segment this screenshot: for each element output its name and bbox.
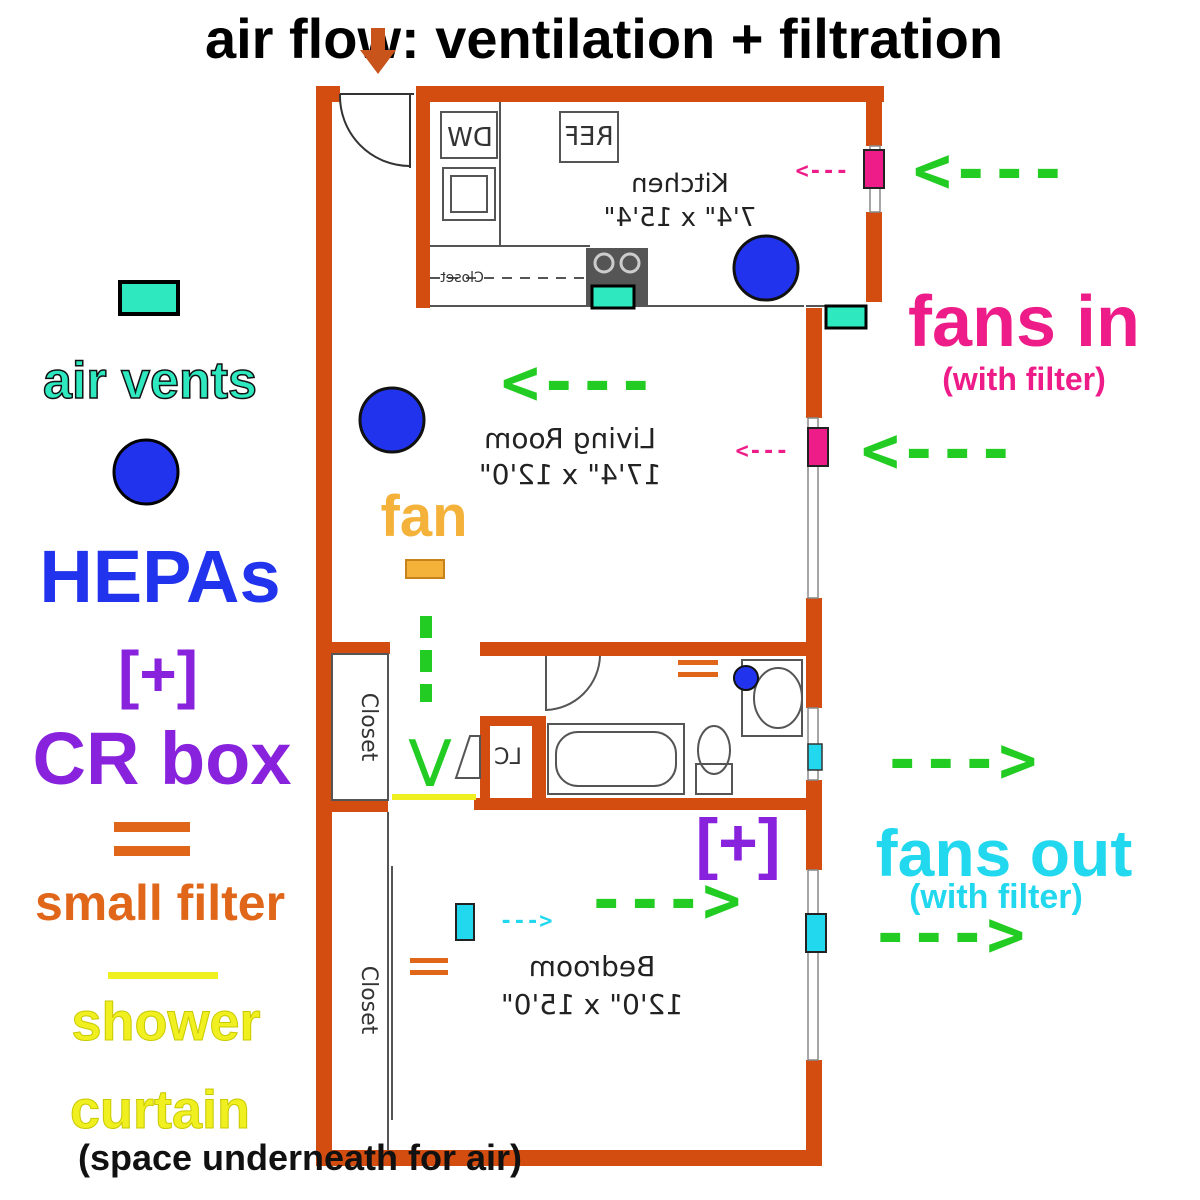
living-room-fan-in <box>807 427 829 467</box>
legend-curtain-label: curtain <box>70 1080 250 1140</box>
legend-plus-mark: [+] <box>118 638 198 710</box>
refrigerator-label: REF <box>564 122 613 152</box>
fan-label: fan <box>381 484 468 549</box>
legend-small-filter-label: small filter <box>35 875 285 931</box>
kitchen-name: Kitchen <box>631 169 729 199</box>
bathroom-fan-out <box>807 743 823 771</box>
bathroom-small-filter-bottom <box>678 672 718 677</box>
diagram-title: air flow: ventilation + filtration <box>205 7 1003 70</box>
dishwasher-label: DW <box>447 123 493 153</box>
bedroom-fan-out <box>805 913 827 953</box>
kitchen-closet-label: Closet <box>440 270 484 286</box>
bedroom-closet-label: Closet <box>356 966 381 1035</box>
bedroom-dimensions: 12'0" x 15'0" <box>501 988 683 1021</box>
legend-filter-swatch-bottom <box>114 846 190 856</box>
bathroom-arrow-out: ---> <box>883 724 1037 798</box>
living-room-hepa <box>358 386 426 454</box>
fans-out-sublabel: (with filter) <box>909 878 1083 916</box>
bedroom-small-filter-top <box>410 958 448 963</box>
bedroom-cr-box-mark: [+] <box>696 805 781 881</box>
green-down-arrow-head: V <box>408 728 452 802</box>
legend-air-vents-label: air vents <box>43 352 257 410</box>
bedroom-closet <box>387 812 393 1150</box>
kitchen-dimensions: 7'4" x 15'4" <box>604 203 757 233</box>
hall-closet <box>331 653 389 801</box>
walls <box>316 86 884 1166</box>
legend-shower-swatch <box>108 972 218 979</box>
kitchen-small-arrow-in: <--- <box>796 159 849 184</box>
fans-in-label: fans in <box>908 282 1140 362</box>
legend-shower-label: shower <box>71 992 260 1052</box>
bathroom-hepa <box>733 665 759 691</box>
entry-arrow-shaft <box>371 28 385 54</box>
legend-hepas-label: HEPAs <box>39 535 280 618</box>
entry-arrow-head <box>360 50 396 74</box>
bedroom-window-arrow-out: ---> <box>871 898 1025 972</box>
fans-in-sublabel: (with filter) <box>942 361 1106 397</box>
legend-cr-box-label: CR box <box>33 717 292 800</box>
kitchen-stove-vent <box>590 284 636 310</box>
entry-door <box>338 93 414 168</box>
living-room-fan <box>405 559 445 579</box>
kitchen-corner-vent <box>824 304 868 330</box>
living-window-arrow-in: <--- <box>861 414 1015 488</box>
kitchen-arrow-in: <--- <box>913 134 1067 208</box>
kitchen-fan-in <box>863 149 885 189</box>
windows <box>807 145 881 1061</box>
bedroom-small-filter-bottom <box>410 970 448 975</box>
bathroom-fixtures <box>454 655 803 795</box>
green-down-arrow-dashes <box>420 616 432 702</box>
shower-curtain-line <box>392 794 476 800</box>
bedroom-arrow-out: ---> <box>587 864 741 938</box>
bathroom-small-filter-top <box>678 660 718 665</box>
legend-space-note: (space underneath for air) <box>78 1137 522 1178</box>
living-room-name: Living Room <box>484 422 656 455</box>
hall-closet-label: Closet <box>356 693 381 762</box>
bedroom-name: Bedroom <box>529 950 656 983</box>
living-room-dimensions: 17'4" x 12'0" <box>479 458 661 491</box>
legend-filter-swatch-top <box>114 822 190 832</box>
bedroom-small-arrow-out: ---> <box>500 909 553 934</box>
fans-out-label: fans out <box>876 816 1133 890</box>
legend-vent-swatch <box>118 280 180 316</box>
kitchen-hepa <box>732 234 800 302</box>
living-small-arrow-in: <--- <box>736 439 789 464</box>
legend-hepa-swatch <box>112 438 180 506</box>
living-room-arrow-in: <--- <box>501 346 655 420</box>
linen-closet-label: LC <box>494 745 522 770</box>
bedroom-inner-fan <box>455 903 475 941</box>
